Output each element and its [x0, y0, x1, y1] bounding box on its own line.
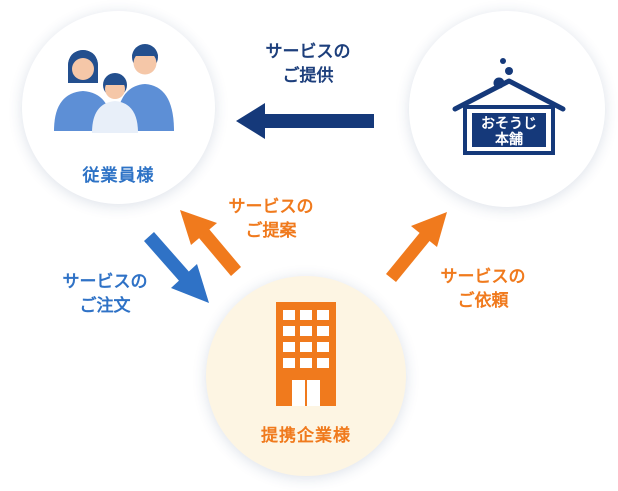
provide-line1: サービスの — [265, 42, 351, 62]
request-label: サービスの ご依頼 — [428, 265, 538, 313]
order-label: サービスの ご注文 — [50, 270, 160, 318]
provide-line2: ご提供 — [282, 66, 334, 86]
request-line1: サービスの — [440, 267, 526, 287]
family-icon — [54, 44, 174, 133]
provide-label: サービスの ご提供 — [253, 40, 363, 88]
employees-node: 従業員様 — [22, 11, 215, 204]
employees-label: 従業員様 — [82, 166, 155, 186]
house-logo-icon: おそうじ 本舗 — [452, 58, 566, 155]
order-line1: サービスの — [62, 272, 148, 292]
propose-line1: サービスの — [228, 197, 314, 217]
partner-node: 提携企業様 — [206, 276, 406, 476]
logo-line1: おそうじ — [481, 116, 537, 132]
order-line2: ご注文 — [79, 296, 131, 316]
logo-line2: 本舗 — [495, 131, 523, 148]
propose-label: サービスの ご提案 — [216, 195, 326, 243]
building-icon — [276, 302, 336, 406]
company-node: おそうじ 本舗 — [409, 11, 605, 207]
partner-label: 提携企業様 — [261, 426, 351, 446]
propose-line2: ご提案 — [245, 221, 297, 241]
request-line2: ご依頼 — [457, 291, 509, 311]
